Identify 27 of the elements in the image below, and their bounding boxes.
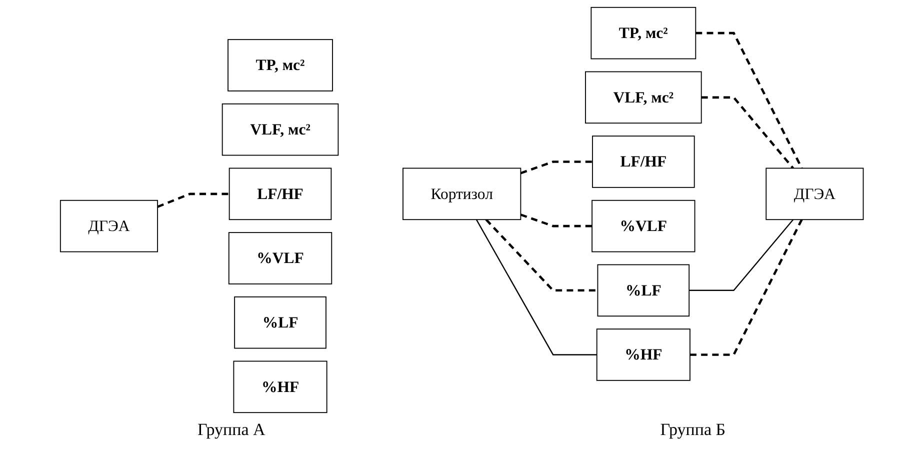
node-box [60, 200, 158, 252]
connector [695, 32, 802, 169]
connector [520, 214, 592, 228]
node-box [222, 103, 338, 156]
connector [688, 219, 794, 291]
node-box [596, 264, 690, 317]
node-box [228, 232, 332, 284]
node-box [765, 168, 864, 220]
connector [701, 96, 794, 169]
node-box [234, 296, 326, 349]
connector [476, 219, 596, 356]
node-box [591, 200, 695, 252]
node-box [232, 360, 327, 414]
group-caption: Группа А [197, 420, 266, 440]
node-box [584, 71, 702, 124]
connector [520, 160, 592, 174]
connector [690, 219, 802, 356]
node-box [228, 168, 332, 220]
group-caption: Группа Б [660, 420, 726, 440]
connector [484, 218, 598, 292]
node-box [596, 328, 690, 381]
node-box [402, 168, 521, 220]
node-box [592, 136, 694, 188]
node-box [227, 39, 333, 92]
diagram-drawing: ДГЭА TP, мс² VLF, мс² LF/HF %VLF %LF %HF Кортизол TP, мс² VLF, мс² LF/HF %VLF %LF %HF ДГЭА [52, 0, 870, 420]
node-box [590, 6, 696, 60]
connector [156, 192, 229, 208]
